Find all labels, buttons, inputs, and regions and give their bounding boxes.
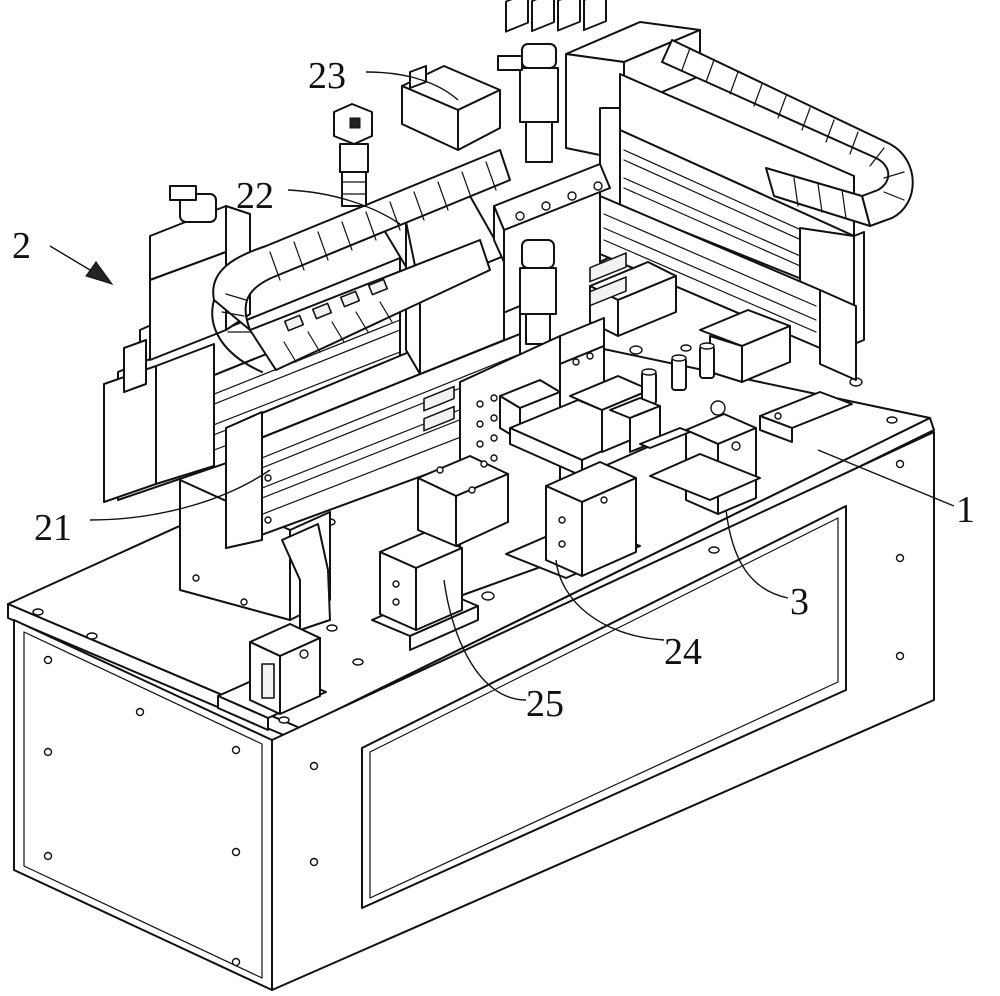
label-3: 3	[790, 581, 809, 623]
left-chain-upper-run	[212, 149, 511, 331]
valves	[505, 0, 607, 33]
station24-side	[581, 477, 637, 577]
label-25: 25	[526, 683, 564, 725]
station-25	[371, 385, 509, 651]
right-gantry	[401, 21, 865, 381]
valve-bank-top	[493, 163, 611, 231]
z-cylinder-rod	[525, 313, 551, 345]
station3-base	[649, 453, 761, 501]
label-23: 23	[308, 55, 346, 97]
label-1: 1	[956, 489, 975, 531]
leader-21	[89, 469, 271, 521]
left-stand-leg	[281, 523, 331, 631]
motor-side	[457, 89, 501, 151]
rail-end-box	[155, 343, 215, 485]
z-cylinder-cap	[521, 239, 555, 269]
label-24: 24	[664, 631, 702, 673]
camera-module	[333, 103, 373, 207]
cylinder-rod	[525, 121, 553, 163]
right-chain-links	[681, 47, 905, 219]
callouts: 2 21 22 23 24 25 1 3	[12, 55, 975, 725]
front-fixture-base-front	[217, 695, 269, 731]
front-fixture	[217, 623, 327, 731]
cabinet-door-panel	[361, 505, 847, 909]
mid-rail-support	[819, 289, 857, 381]
valve-bank-end	[493, 205, 505, 263]
station24-front	[545, 485, 583, 577]
leader-23	[365, 71, 459, 101]
cabinet-screws	[43, 459, 905, 967]
center-motor-side	[617, 275, 677, 337]
cabinet-left-inner	[23, 631, 263, 979]
leader-24	[555, 559, 665, 641]
label-2: 2	[12, 225, 31, 267]
cabinet-right-face	[271, 431, 935, 991]
front-fixture-side	[279, 637, 321, 715]
left-chain-links	[221, 161, 497, 363]
arrow-2-head	[85, 261, 114, 285]
station25-side	[415, 547, 463, 631]
valve-fittings	[515, 181, 603, 221]
cylinder-fitting	[497, 55, 523, 71]
small-rail	[639, 427, 691, 449]
left-chain-slots	[283, 278, 389, 332]
nozzle-stations	[609, 309, 853, 515]
station-24	[505, 252, 641, 579]
left-drag-chain	[211, 149, 511, 373]
label-22: 22	[236, 175, 274, 217]
left-chain-lower-run	[249, 239, 491, 371]
left-chain-loop	[211, 299, 263, 373]
nozzles	[641, 342, 715, 405]
right-chain-upper	[661, 39, 914, 227]
cabinet-door-inner	[369, 517, 839, 899]
camera-lens-mount	[339, 143, 369, 173]
leader-1	[817, 449, 955, 507]
front-rail-end	[225, 411, 263, 549]
right-plate-front	[759, 415, 793, 443]
cylinder-cap	[521, 43, 557, 69]
rail-end-flange	[123, 339, 147, 393]
z-cylinder-body	[519, 267, 557, 315]
leader-22	[287, 189, 401, 225]
right-drag-chain	[661, 39, 914, 227]
station25-base-side	[409, 605, 479, 651]
right-chain-lower	[765, 167, 871, 227]
cylinder-body	[519, 67, 559, 123]
valve-bank	[493, 0, 611, 263]
left-valve-fitting	[169, 185, 197, 201]
leader-25	[443, 579, 527, 701]
camera-connector	[349, 117, 361, 129]
label-21: 21	[34, 507, 72, 549]
leader-3	[725, 509, 789, 599]
front-fixture-slot	[261, 663, 275, 699]
camera-lens	[341, 171, 367, 207]
